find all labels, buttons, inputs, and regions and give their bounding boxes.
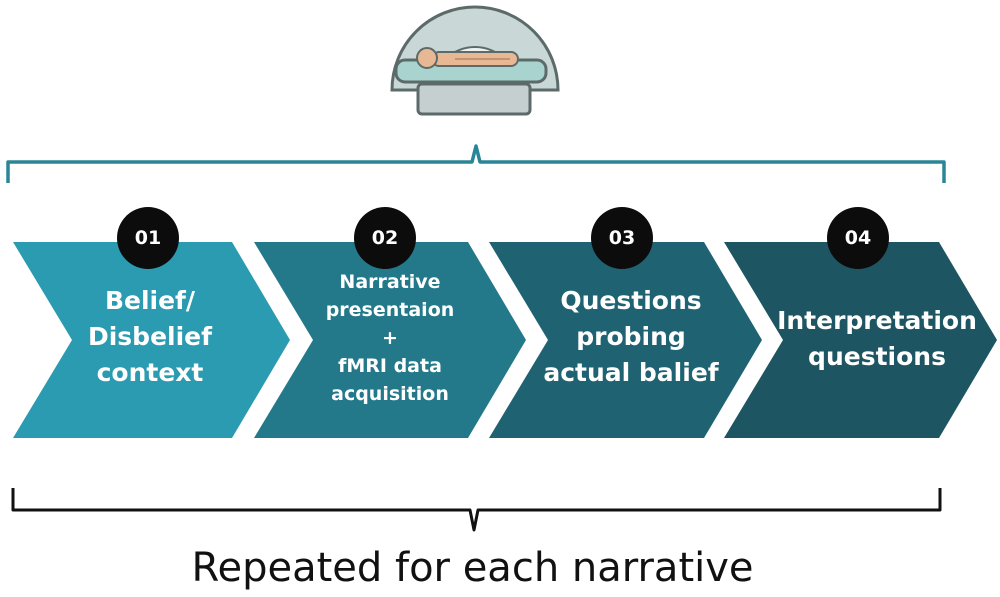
step-3-line-3: actual balief <box>543 358 719 387</box>
step-1-line-2: Disbelief <box>87 322 213 351</box>
step-3-line-1: Questions <box>560 286 702 315</box>
step-1-number-badge: 01 <box>117 207 179 269</box>
step-2-line-4: fMRI data <box>338 355 442 377</box>
step-4-line-1: Interpretation <box>777 306 977 335</box>
step-2-label: Narrative presentaion + fMRI data acquis… <box>305 268 475 408</box>
step-3-line-2: probing <box>576 322 686 351</box>
step-4-line-2: questions <box>808 342 946 371</box>
step-2-chevron <box>254 242 526 438</box>
step-1-line-1: Belief/ <box>104 286 196 315</box>
step-3-chevron <box>489 242 762 438</box>
step-2-line-2: presentaion <box>325 299 455 321</box>
step-2-number-badge: 02 <box>354 207 416 269</box>
step-1-label: Belief/ Disbelief context <box>70 283 230 391</box>
step-2-line-5: acquisition <box>331 383 449 405</box>
repeat-caption: Repeated for each narrative <box>191 545 754 591</box>
step-1-line-3: context <box>96 358 204 387</box>
step-4-label: Interpretation questions <box>767 303 987 375</box>
step-2-line-3: + <box>382 327 398 349</box>
step-4-chevron <box>724 242 997 438</box>
step-3-number-badge: 03 <box>591 207 653 269</box>
step-3-label: Questions probing actual balief <box>531 283 731 391</box>
step-1-chevron <box>13 242 290 438</box>
step-4-number-badge: 04 <box>827 207 889 269</box>
step-2-line-1: Narrative <box>339 271 441 293</box>
